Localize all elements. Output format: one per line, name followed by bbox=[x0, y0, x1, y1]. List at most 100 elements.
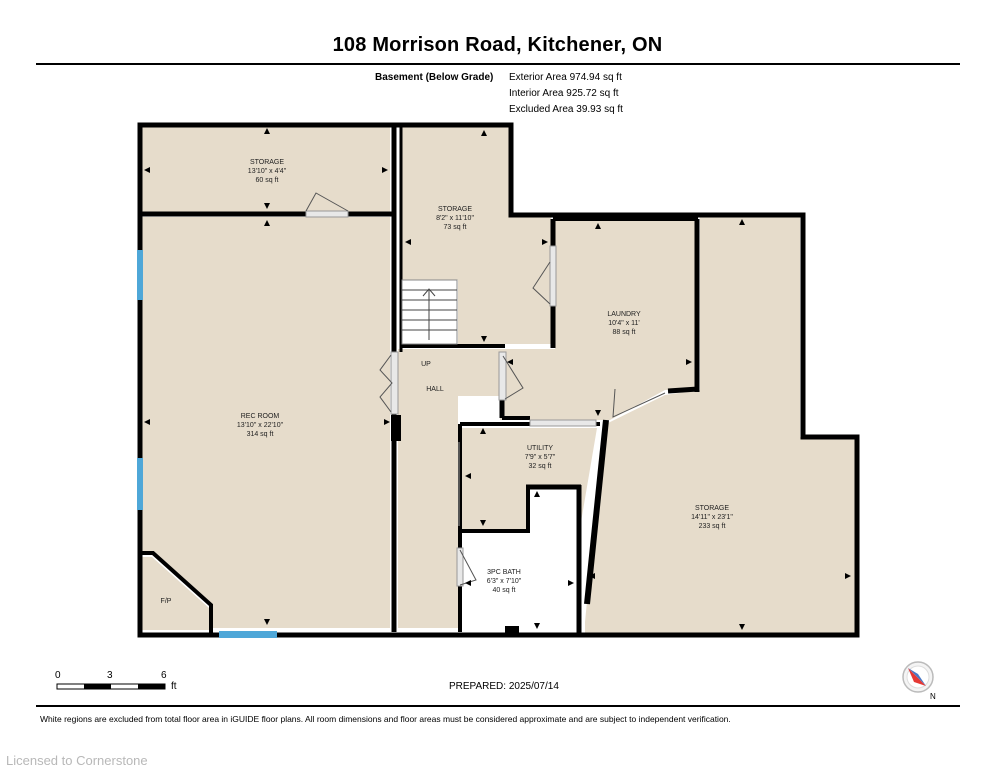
room-name: UTILITY bbox=[527, 445, 553, 452]
hall-fill bbox=[398, 349, 500, 628]
dim-arrow-icon bbox=[481, 130, 487, 136]
scale-bar bbox=[56, 683, 166, 690]
room-area: 60 sq ft bbox=[256, 177, 279, 184]
scale-bar-segment bbox=[84, 684, 111, 689]
dim-arrow-icon bbox=[481, 336, 487, 342]
room-name: REC ROOM bbox=[241, 413, 280, 420]
scale-unit-label: ft bbox=[171, 681, 177, 692]
wall-utility-diagonal bbox=[584, 419, 609, 605]
door-bath bbox=[456, 547, 464, 587]
room-area: 233 sq ft bbox=[699, 523, 726, 530]
compass-north-label: N bbox=[930, 692, 936, 701]
door-swing-storage-large bbox=[612, 388, 666, 418]
dim-arrow-icon bbox=[845, 573, 851, 579]
door-storage-rec bbox=[305, 210, 349, 218]
stairs-up-label: UP bbox=[421, 361, 431, 368]
dim-arrow-icon bbox=[595, 410, 601, 416]
room-name: 3PC BATH bbox=[487, 569, 521, 576]
dim-arrow-icon bbox=[264, 220, 270, 226]
room-dims: 10'4" x 11' bbox=[608, 320, 640, 327]
scale-bar-segment bbox=[138, 684, 165, 689]
compass: N bbox=[902, 661, 936, 701]
room-dims: 7'9" x 5'7" bbox=[525, 454, 556, 461]
door-swing-laundry bbox=[532, 261, 551, 305]
room-area: 314 sq ft bbox=[247, 431, 274, 438]
wall-post bbox=[391, 415, 401, 441]
door-hall-laundry bbox=[498, 351, 507, 401]
rec-room-fill bbox=[140, 217, 390, 628]
dim-arrow-icon bbox=[480, 520, 486, 526]
dim-arrow-icon bbox=[568, 580, 574, 586]
dim-arrow-icon bbox=[534, 623, 540, 629]
bath-fill bbox=[462, 489, 577, 632]
scale-tick-label: 3 bbox=[107, 670, 113, 681]
room-area: 88 sq ft bbox=[613, 329, 636, 336]
room-name: STORAGE bbox=[695, 505, 729, 512]
windows bbox=[137, 250, 277, 638]
door-rec-hall bbox=[390, 351, 399, 415]
header-divider bbox=[36, 63, 960, 65]
level-name: Basement (Below Grade) bbox=[375, 72, 494, 83]
dim-arrow-icon bbox=[405, 239, 411, 245]
laundry-fill bbox=[500, 221, 695, 420]
room-name: STORAGE bbox=[250, 159, 284, 166]
compass-needle-north-icon bbox=[908, 668, 926, 686]
wall-bath-notch bbox=[505, 626, 519, 635]
dim-arrow-icon bbox=[480, 428, 486, 434]
excluded-area: Excluded Area 39.93 sq ft bbox=[509, 104, 623, 115]
door-swing-hall-laundry bbox=[502, 355, 524, 400]
page-title: 108 Morrison Road, Kitchener, ON bbox=[332, 34, 663, 56]
window-rec-west-b bbox=[137, 458, 143, 510]
prepared-date: PREPARED: 2025/07/14 bbox=[449, 681, 559, 692]
room-name: F/P bbox=[161, 598, 172, 605]
scale-tick-label: 0 bbox=[55, 670, 61, 681]
room-dims: 13'10" x 22'10" bbox=[237, 422, 284, 429]
license-watermark: Licensed to Cornerstone bbox=[6, 753, 148, 768]
dim-arrow-icon bbox=[595, 223, 601, 229]
room-dims: 13'10" x 4'4" bbox=[248, 168, 287, 175]
storage-top-left-fill bbox=[140, 127, 390, 212]
window-rec-south bbox=[219, 631, 277, 638]
stairs-arrowhead-icon bbox=[422, 288, 436, 297]
stairs bbox=[401, 279, 458, 345]
room-area: 73 sq ft bbox=[444, 224, 467, 231]
dim-arrow-icon bbox=[264, 619, 270, 625]
dim-arrow-icon bbox=[384, 419, 390, 425]
door-swing-rec-hall bbox=[379, 354, 393, 413]
dim-arrow-icon bbox=[144, 167, 150, 173]
door-swing-storage-rec bbox=[305, 192, 349, 212]
dim-arrow-icon bbox=[264, 128, 270, 134]
dim-arrow-icon bbox=[542, 239, 548, 245]
exterior-wall bbox=[137, 122, 860, 638]
dim-arrow-icon bbox=[465, 580, 471, 586]
room-dims: 6'3" x 7'10" bbox=[487, 578, 522, 585]
door-swing-bath bbox=[459, 549, 477, 586]
fireplace-fill bbox=[142, 557, 209, 630]
dim-arrow-icon bbox=[534, 491, 540, 497]
scale-tick-label: 6 bbox=[161, 670, 167, 681]
door-laundry bbox=[549, 245, 557, 307]
room-fills bbox=[140, 127, 855, 633]
room-dims: 8'2" x 11'10" bbox=[436, 215, 474, 222]
dim-arrow-icon bbox=[686, 359, 692, 365]
dim-arrow-icon bbox=[465, 473, 471, 479]
room-area: 32 sq ft bbox=[529, 463, 552, 470]
disclaimer-text: White regions are excluded from total fl… bbox=[40, 714, 731, 724]
room-area: 40 sq ft bbox=[493, 587, 516, 594]
dim-arrow-icon bbox=[382, 167, 388, 173]
room-name: STORAGE bbox=[438, 206, 472, 213]
dim-arrow-icon bbox=[739, 219, 745, 225]
wall-laundry-stub bbox=[667, 386, 699, 394]
storage-large-fill bbox=[585, 216, 855, 633]
dim-arrow-icon bbox=[264, 203, 270, 209]
room-labels: STORAGE 13'10" x 4'4" 60 sq ft STORAGE 8… bbox=[161, 159, 734, 605]
window-rec-west-a bbox=[137, 250, 143, 300]
interior-area: Interior Area 925.72 sq ft bbox=[509, 88, 619, 99]
dim-arrow-icon bbox=[739, 624, 745, 630]
room-name: HALL bbox=[426, 386, 444, 393]
door-utility bbox=[529, 419, 597, 427]
exterior-area: Exterior Area 974.94 sq ft bbox=[509, 72, 622, 83]
dim-arrow-icon bbox=[507, 359, 513, 365]
doors bbox=[305, 192, 666, 587]
